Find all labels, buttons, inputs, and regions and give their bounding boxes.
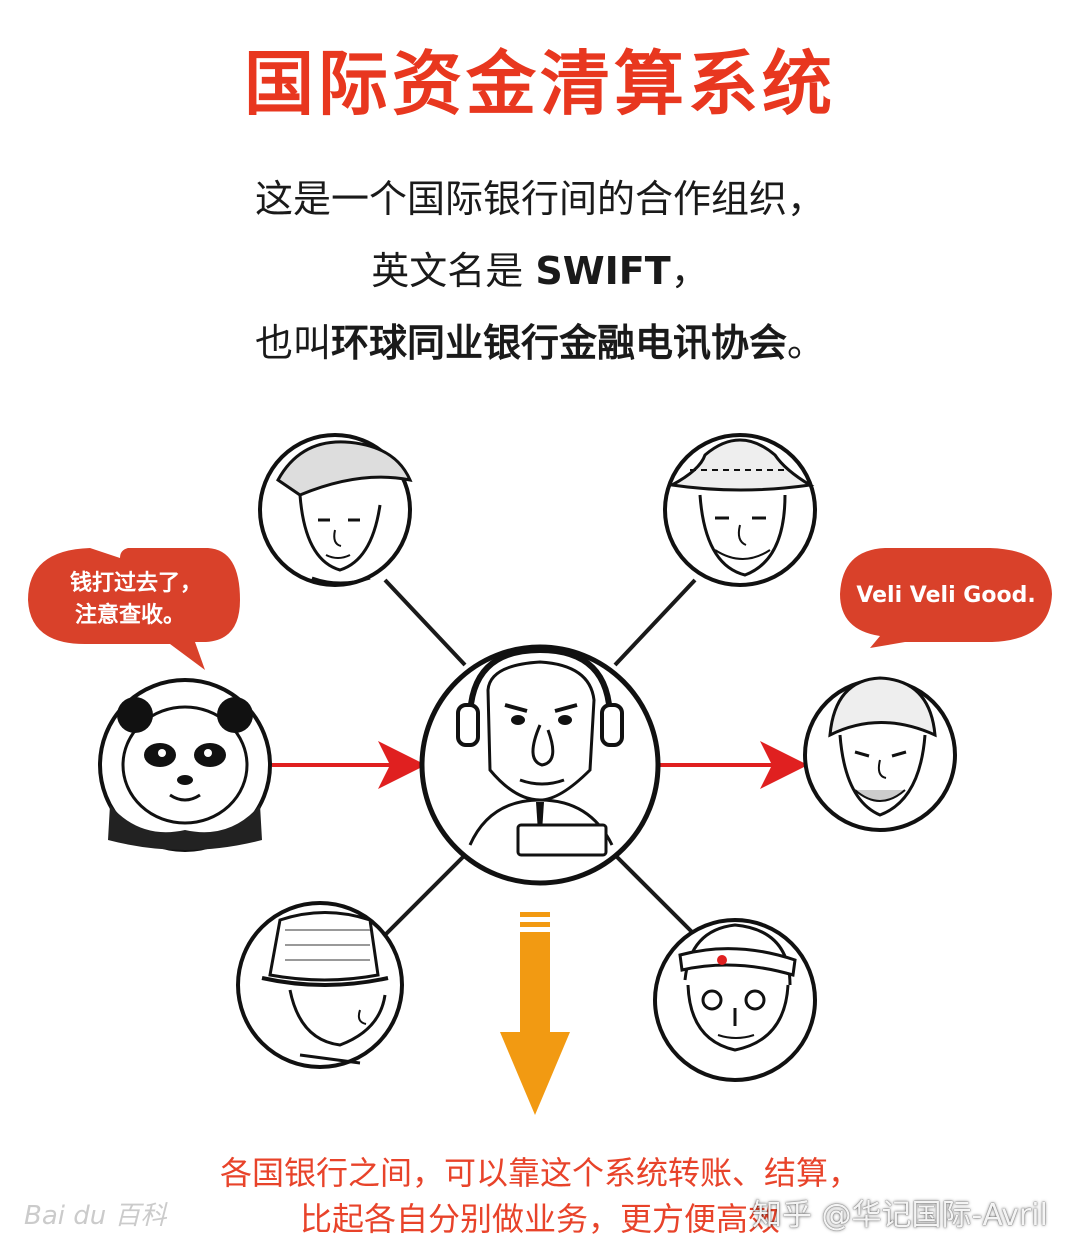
panda-icon [121,705,249,825]
connector-lines [272,578,808,937]
speech-bubble-left: 钱打过去了， 注意查收。 [28,548,240,670]
top-hat-icon [268,911,380,982]
turban-icon [828,676,937,738]
caption-line-1: 各国银行之间，可以靠这个系统转账、结算， [219,1154,860,1192]
intro-text-3-suffix: 。 [787,321,826,365]
headphones-icon [467,646,613,721]
down-arrow-icon [500,912,570,1115]
intro-line-2: 英文名是 SWIFT， [0,240,1080,295]
intro-text-2-prefix: 英文名是 [371,249,536,293]
link-bottom-right [613,853,697,937]
swift-name: SWIFT [535,249,671,293]
intro-text-1: 这是一个国际银行间的合作组织， [254,177,825,221]
intro-line-3: 也叫环球同业银行金融电讯协会。 [0,312,1080,367]
flat-cap-icon [276,440,413,497]
link-top-left [383,578,467,667]
page-title: 国际资金清算系统 [244,43,836,125]
bank-node-bottom-right [653,918,817,1082]
bank-node-left [98,678,272,852]
bank-node-top-left [258,433,413,587]
bubble-left-line-1: 钱打过去了， [70,570,202,596]
speech-bubble-right: Veli Veli Good. [840,548,1052,648]
baidu-watermark: Bai du 百科 [24,1201,167,1231]
link-top-right [613,578,697,667]
headband-icon [678,947,797,977]
bank-node-right [803,676,957,832]
swift-full-name: 环球同业银行金融电讯协会 [330,321,787,365]
bubble-left-line-2: 注意查收。 [75,602,185,628]
intro-text-3-prefix: 也叫 [254,321,331,365]
bank-node-top-right [663,433,817,587]
intro-text-2-suffix: ， [670,249,709,293]
cowboy-hat-icon [667,438,815,492]
caption-line-2: 比起各自分别做业务，更方便高效 [299,1200,780,1238]
swift-center-node [419,644,661,886]
bubble-right-text: Veli Veli Good. [856,583,1035,608]
link-bottom-left [383,853,467,937]
bank-node-bottom-left [236,901,404,1069]
computer-icon [516,823,608,857]
intro-line-1: 这是一个国际银行间的合作组织， [0,168,1080,223]
zhihu-watermark: 知乎 @华记国际-Avril [752,1198,1048,1233]
